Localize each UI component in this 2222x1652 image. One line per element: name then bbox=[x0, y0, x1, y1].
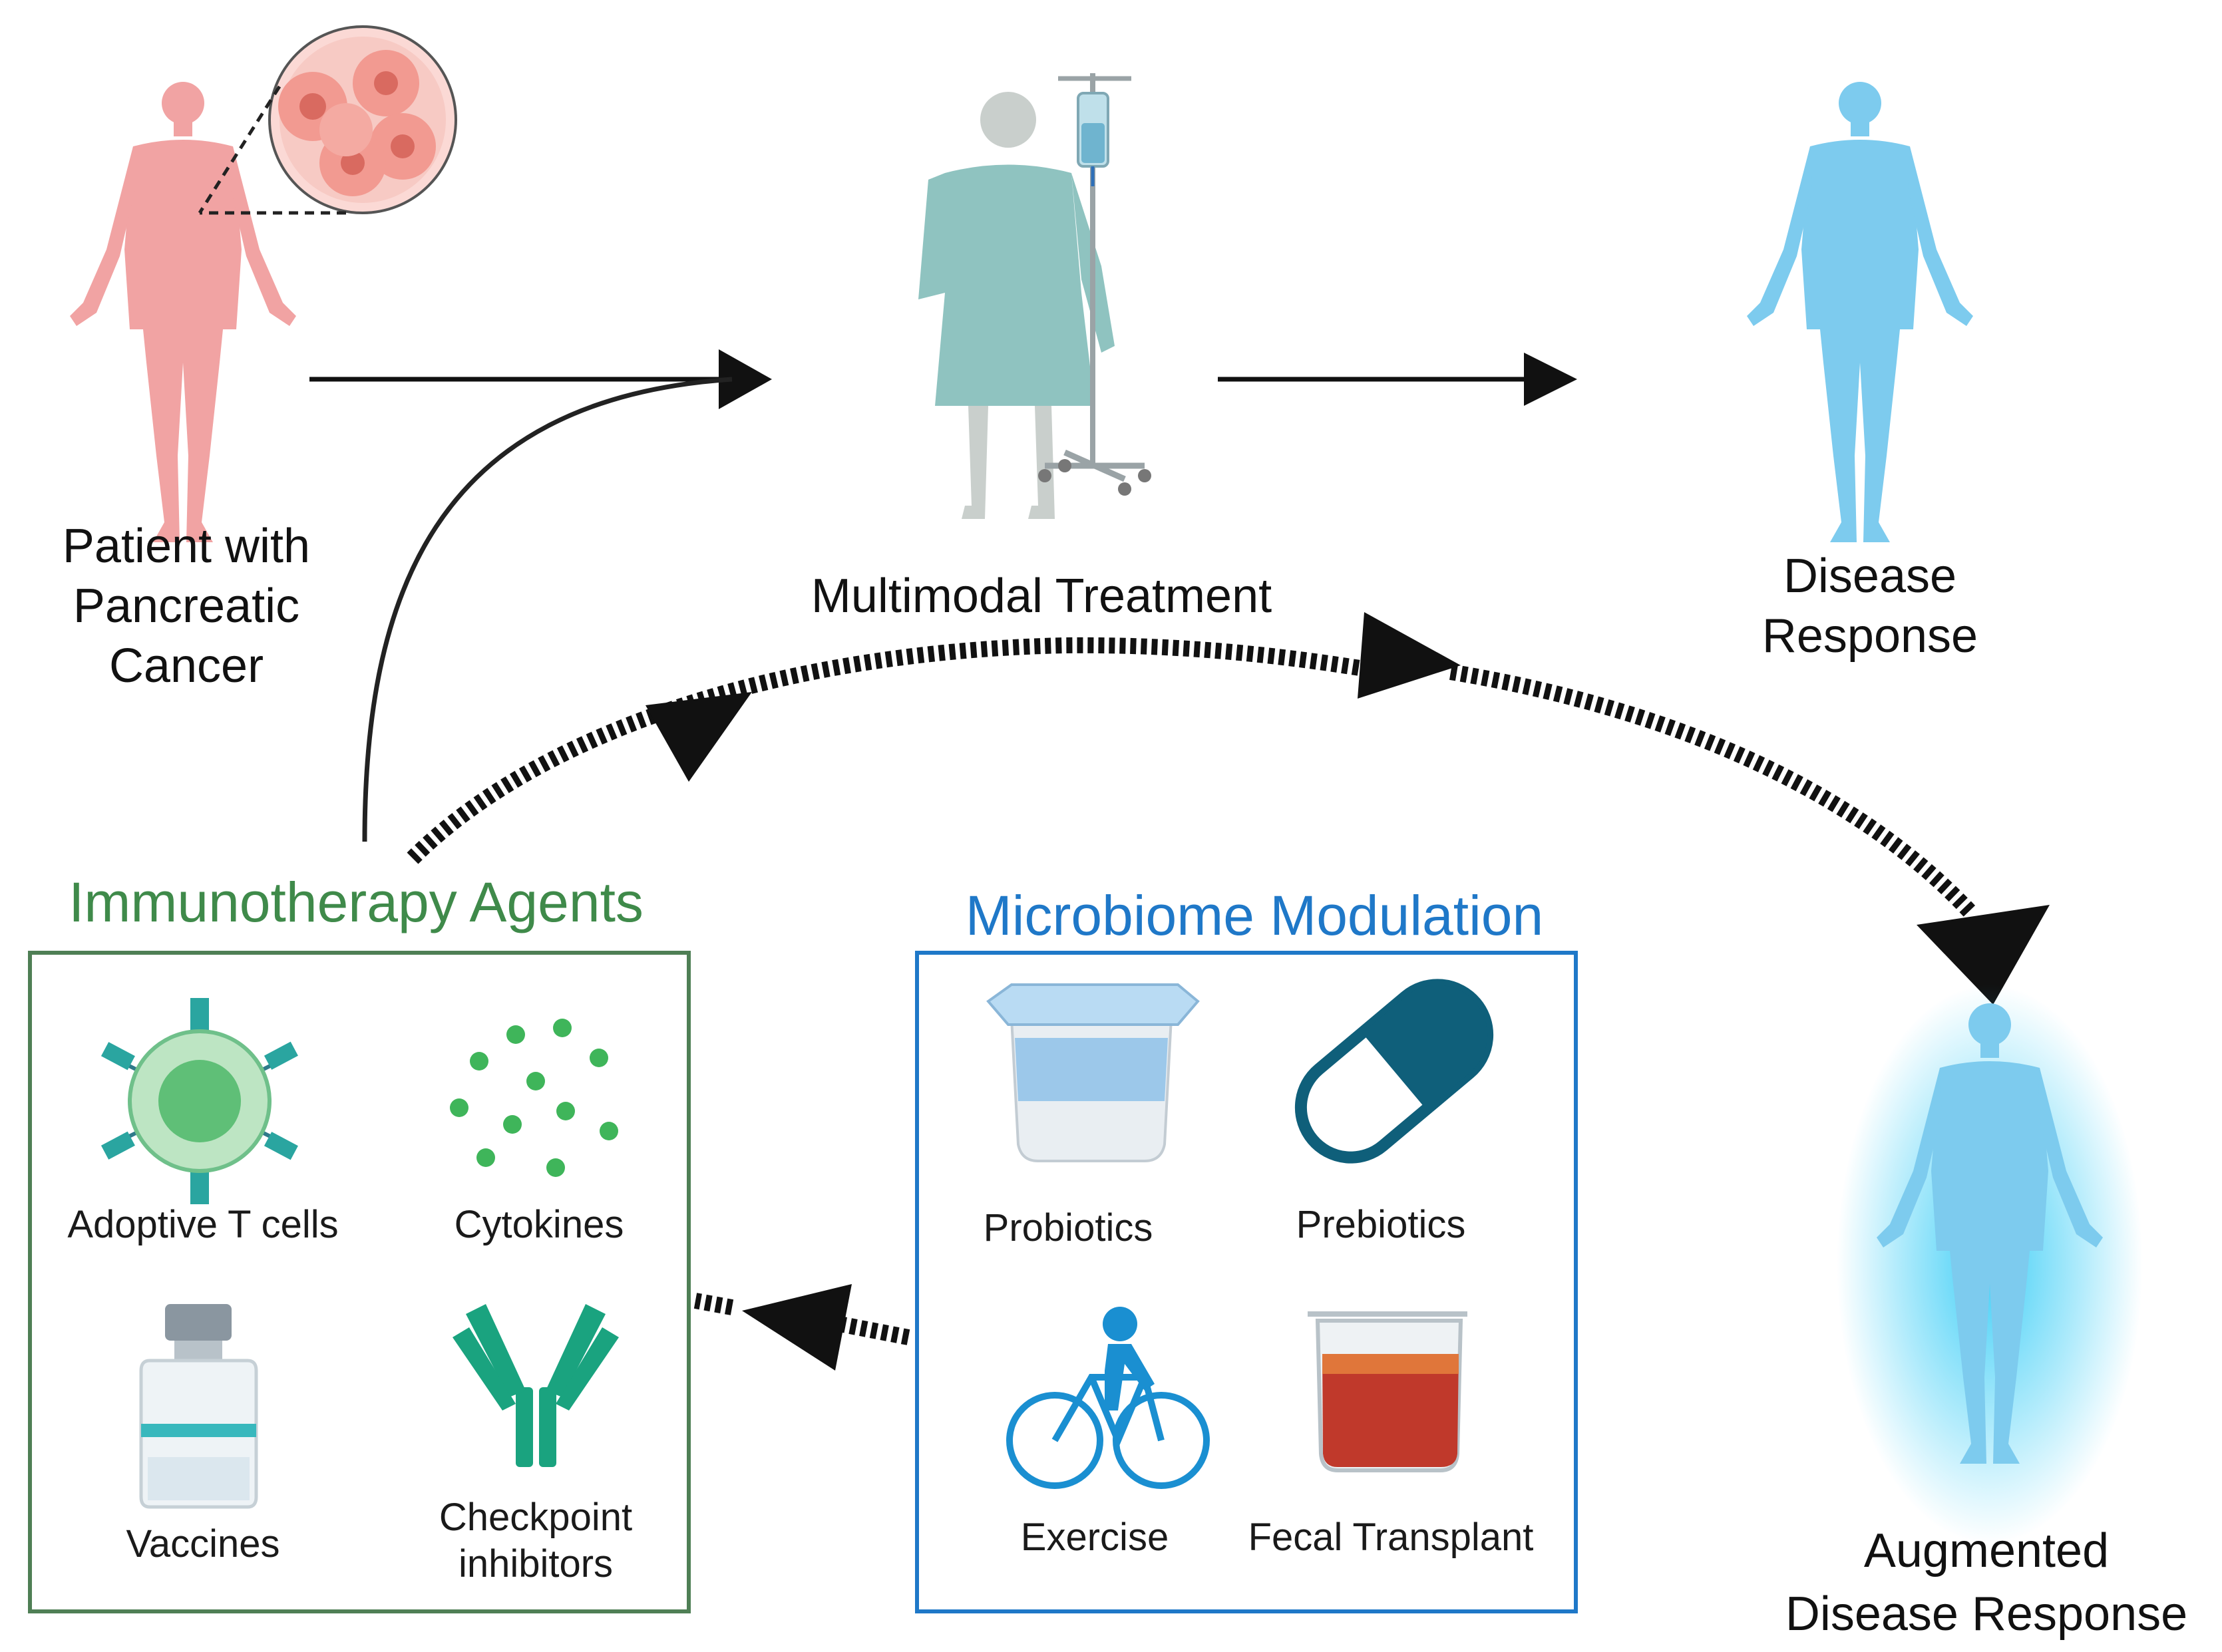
curve-immuno-to-treatment bbox=[362, 377, 733, 842]
dotted-arrowhead-immuno bbox=[742, 1284, 852, 1371]
dotted-arc-immuno-to-treatment bbox=[407, 637, 1386, 864]
patient-label-line1: Patient with bbox=[63, 520, 310, 573]
cancer-cells-icon bbox=[198, 25, 457, 215]
treatment-label: Multimodal Treatment bbox=[811, 570, 1272, 623]
prebiotics-label: Prebiotics bbox=[1296, 1203, 1466, 1246]
beaker-icon bbox=[1308, 1311, 1467, 1472]
cancer-patient-figure bbox=[70, 82, 296, 542]
dotted-arrowhead-left bbox=[646, 692, 752, 782]
vaccine-vial-icon bbox=[139, 1304, 258, 1509]
microbiome-box bbox=[915, 951, 1578, 1613]
immunotherapy-box bbox=[28, 951, 691, 1613]
patient-label-line2: Pancreatic bbox=[73, 579, 299, 633]
augmented-label-line1: Augmented bbox=[1864, 1524, 2109, 1577]
antibody-icon bbox=[453, 1304, 619, 1467]
arrowhead-response bbox=[1524, 353, 1577, 406]
augmented-label-line2: Disease Response bbox=[1785, 1587, 2187, 1641]
t-cell-icon bbox=[100, 998, 298, 1204]
cytokines-label: Cytokines bbox=[455, 1203, 624, 1246]
probiotics-label: Probiotics bbox=[984, 1206, 1153, 1249]
microbiome-title: Microbiome Modulation bbox=[966, 884, 1543, 947]
checkpoint-label-line2: inhibitors bbox=[459, 1542, 613, 1585]
dotted-arrowhead-augmented bbox=[1917, 905, 2050, 1005]
fecal-transplant-label: Fecal Transplant bbox=[1248, 1516, 1534, 1559]
iv-pole-icon bbox=[1038, 73, 1151, 496]
checkpoint-label-line1: Checkpoint bbox=[439, 1496, 632, 1539]
bicycle-icon bbox=[1006, 1307, 1210, 1489]
yogurt-cup-icon bbox=[986, 983, 1200, 1162]
dotted-arc-treatment-to-augmented bbox=[1449, 664, 1976, 917]
exercise-label: Exercise bbox=[1021, 1516, 1169, 1559]
pill-capsule-icon bbox=[1294, 979, 1494, 1164]
immunotherapy-title: Immunotherapy Agents bbox=[69, 871, 644, 933]
response-figure bbox=[1747, 82, 1973, 542]
response-label-line2: Response bbox=[1762, 609, 1978, 663]
dotted-arrowhead-mid bbox=[1358, 612, 1461, 699]
vaccines-label: Vaccines bbox=[126, 1522, 279, 1566]
adoptive-t-cells-label: Adoptive T cells bbox=[67, 1203, 338, 1246]
arrowhead-treatment bbox=[719, 349, 772, 409]
cytokine-dots-icon bbox=[450, 1019, 618, 1177]
response-label-line1: Disease bbox=[1783, 550, 1956, 603]
patient-label-line3: Cancer bbox=[109, 639, 264, 693]
